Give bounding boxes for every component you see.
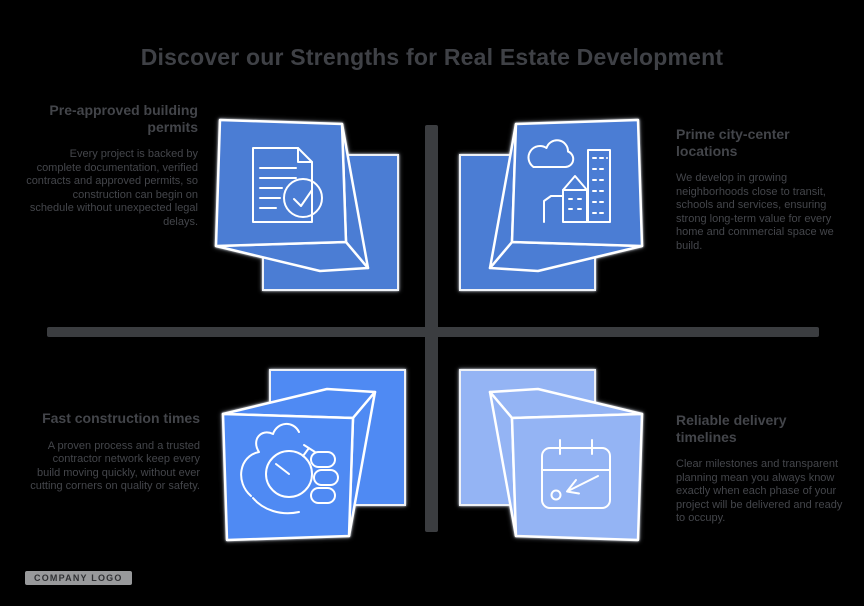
quadrant-text-bottom-left: Fast construction times A proven process… bbox=[28, 410, 200, 494]
cube-3d-box bbox=[488, 118, 644, 273]
cube-illustration-top-right bbox=[459, 118, 644, 291]
cube-illustration-bottom-right bbox=[459, 369, 644, 542]
quadrant-body: A proven process and a trusted contracto… bbox=[30, 439, 200, 493]
cube-3d-box bbox=[488, 387, 644, 542]
calendar-deadline-icon bbox=[541, 439, 611, 509]
page-title: Discover our Strengths for Real Estate D… bbox=[140, 44, 724, 70]
quadrant-heading: Pre-approved building permits bbox=[49, 102, 198, 135]
quadrant-text-top-right: Prime city-center locations We develop i… bbox=[676, 126, 848, 253]
document-check-icon bbox=[252, 147, 323, 223]
stopwatch-hand-icon bbox=[240, 423, 339, 515]
brand-logo: COMPANY LOGO bbox=[25, 571, 132, 585]
divider-horizontal bbox=[47, 327, 819, 337]
quadrant-text-top-left: Pre-approved building permits Every proj… bbox=[26, 102, 198, 229]
cube-3d-box bbox=[221, 387, 377, 542]
city-buildings-icon bbox=[527, 139, 611, 223]
quadrant-heading: Fast construction times bbox=[42, 410, 200, 426]
quadrant-body: We develop in growing neighborhoods clos… bbox=[676, 172, 834, 252]
quadrant-body: Clear milestones and transparent plannin… bbox=[676, 458, 843, 524]
cube-illustration-bottom-left bbox=[221, 369, 406, 542]
quadrant-heading: Prime city-center locations bbox=[676, 126, 790, 159]
quadrant-body: Every project is backed by complete docu… bbox=[26, 148, 198, 228]
quadrant-text-bottom-right: Reliable delivery timelines Clear milest… bbox=[676, 412, 848, 526]
quadrant-heading: Reliable delivery timelines bbox=[676, 412, 787, 445]
cube-3d-box bbox=[214, 118, 370, 273]
cube-illustration-top-left bbox=[214, 118, 399, 291]
